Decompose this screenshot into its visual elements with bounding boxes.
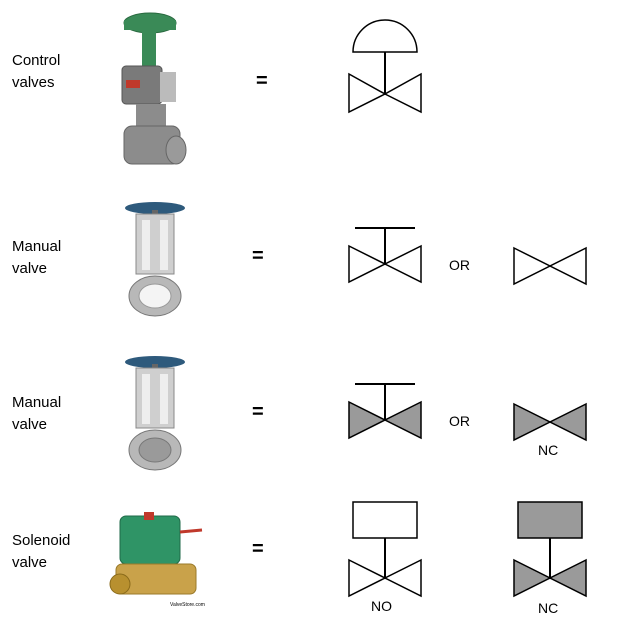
equals-sign: = — [252, 401, 264, 423]
control-valve-photo — [121, 12, 187, 165]
solenoid-valve-no-symbol — [348, 501, 422, 598]
nc-caption: NC — [538, 442, 559, 458]
manual-valve-nc-symbol-plain — [513, 402, 587, 442]
label-line-1: Manual — [12, 394, 62, 411]
row-label-solenoid-valve: Solenoid valve — [12, 530, 70, 574]
equals-sign: = — [256, 70, 268, 92]
equals-sign: = — [252, 538, 264, 560]
label-line-2: valve — [12, 260, 48, 277]
photo-watermark: ValveStore.com — [170, 602, 205, 608]
manual-valve-symbol-handwheel — [348, 227, 422, 284]
manual-valve-nc-symbol-handwheel — [348, 383, 422, 440]
label-line-2: valve — [12, 554, 48, 571]
manual-valve-photo — [125, 202, 185, 317]
manual-valve-symbol-plain — [513, 246, 587, 286]
manual-valve-photo — [125, 356, 185, 471]
or-text: OR — [449, 257, 470, 273]
solenoid-valve-photo — [109, 512, 203, 595]
label-line-2: valve — [12, 416, 48, 433]
no-caption: NO — [371, 598, 392, 614]
or-text: OR — [449, 413, 470, 429]
label-line-1: Solenoid — [12, 532, 71, 549]
nc-caption: NC — [538, 600, 559, 616]
row-label-control-valves: Control valves — [12, 50, 60, 94]
row-label-manual-valve: Manual valve — [12, 236, 61, 280]
label-line-1: Control — [12, 52, 61, 69]
row-label-manual-valve-nc: Manual valve — [12, 392, 61, 436]
solenoid-valve-nc-symbol — [513, 501, 587, 598]
label-line-1: Manual — [12, 238, 62, 255]
label-line-2: valves — [12, 74, 55, 91]
control-valve-symbol — [348, 19, 422, 114]
equals-sign: = — [252, 245, 264, 267]
